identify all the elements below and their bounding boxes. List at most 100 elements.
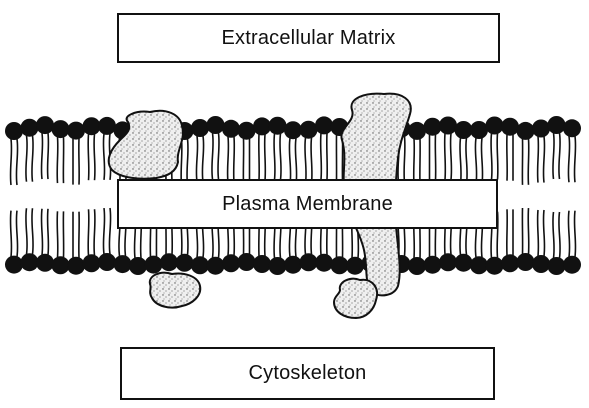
phospholipid-head bbox=[408, 257, 426, 275]
phospholipid-head bbox=[21, 253, 39, 271]
lipid-tail bbox=[445, 133, 446, 179]
plasma-membrane-label: Plasma Membrane bbox=[117, 179, 498, 229]
lipid-tail bbox=[88, 209, 89, 255]
lipid-tail bbox=[57, 211, 58, 257]
lipid-tail bbox=[574, 211, 575, 257]
lipid-tail bbox=[460, 138, 461, 184]
phospholipid-head bbox=[160, 253, 178, 271]
phospholipid-head bbox=[315, 116, 333, 134]
transmembrane-protein-left bbox=[109, 111, 183, 179]
lipid-tail bbox=[568, 136, 569, 182]
phospholipid-head bbox=[207, 116, 225, 134]
phospholipid-head bbox=[470, 256, 488, 274]
inner-leaflet-heads bbox=[5, 253, 581, 275]
lipid-tail bbox=[32, 208, 33, 254]
lipid-tail bbox=[41, 133, 42, 179]
phospholipid-head bbox=[284, 256, 302, 274]
lipid-tail bbox=[218, 133, 219, 179]
phospholipid-head bbox=[207, 257, 225, 275]
phospholipid-head bbox=[36, 116, 54, 134]
phospholipid-head bbox=[36, 254, 54, 272]
phospholipid-head bbox=[548, 257, 566, 275]
lipid-tail bbox=[88, 134, 89, 180]
lipid-tail bbox=[475, 138, 476, 184]
lipid-tail bbox=[451, 133, 452, 179]
phospholipid-head bbox=[548, 116, 566, 134]
phospholipid-head bbox=[253, 255, 271, 273]
phospholipid-head bbox=[517, 253, 535, 271]
phospholipid-head bbox=[284, 121, 302, 139]
lipid-tail bbox=[528, 139, 529, 185]
phospholipid-head bbox=[222, 254, 240, 272]
phospholipid-head bbox=[52, 256, 70, 274]
lipid-tail bbox=[10, 211, 11, 257]
lipid-tail bbox=[466, 138, 467, 184]
phospholipid-head bbox=[300, 121, 318, 139]
phospholipid-head bbox=[501, 118, 519, 136]
lipid-tail bbox=[559, 212, 560, 258]
phospholipid-head bbox=[5, 256, 23, 274]
phospholipid-head bbox=[67, 122, 85, 140]
lipid-tail bbox=[414, 139, 415, 185]
phospholipid-head bbox=[486, 257, 504, 275]
phospholipid-head bbox=[563, 119, 581, 137]
lipid-tail bbox=[16, 139, 17, 185]
phospholipid-head bbox=[470, 121, 488, 139]
lipid-tail bbox=[103, 208, 104, 254]
phospholipid-head bbox=[67, 257, 85, 275]
phospholipid-head bbox=[238, 122, 256, 140]
lipid-tail bbox=[48, 209, 49, 255]
phospholipid-head bbox=[191, 119, 209, 137]
lipid-tail bbox=[94, 134, 95, 180]
lipid-tail bbox=[553, 133, 554, 179]
lipid-tail bbox=[559, 133, 560, 179]
phospholipid-head bbox=[145, 256, 163, 274]
cytoskeleton-label: Cytoskeleton bbox=[120, 347, 495, 400]
lipid-tail bbox=[295, 138, 296, 184]
lipid-tail bbox=[48, 133, 49, 179]
lipid-tail bbox=[202, 136, 203, 182]
lipid-tail bbox=[289, 138, 290, 184]
phospholipid-head bbox=[346, 257, 364, 275]
outer-leaflet-heads bbox=[5, 116, 581, 140]
phospholipid-head bbox=[455, 254, 473, 272]
lipid-tail bbox=[574, 136, 575, 182]
peripheral-protein-left bbox=[150, 273, 200, 308]
lipid-tail bbox=[311, 138, 312, 184]
phospholipid-head bbox=[315, 254, 333, 272]
lipid-tail bbox=[234, 137, 235, 183]
phospholipid-head bbox=[300, 253, 318, 271]
phospholipid-head bbox=[52, 120, 70, 138]
lipid-tail bbox=[543, 210, 544, 256]
lipid-tail bbox=[57, 137, 58, 183]
extracellular-matrix-label: Extracellular Matrix bbox=[117, 13, 500, 63]
lipid-tail bbox=[481, 138, 482, 184]
phospholipid-head bbox=[408, 122, 426, 140]
phospholipid-head bbox=[563, 256, 581, 274]
phospholipid-head bbox=[21, 119, 39, 137]
phospholipid-head bbox=[5, 122, 23, 140]
lipid-tail bbox=[26, 208, 27, 254]
phospholipid-head bbox=[83, 254, 101, 272]
phospholipid-head bbox=[98, 253, 116, 271]
phospholipid-head bbox=[269, 257, 287, 275]
lipid-tail bbox=[41, 209, 42, 255]
lipid-tail bbox=[265, 134, 266, 180]
phospholipid-head bbox=[269, 117, 287, 135]
phospholipid-head bbox=[424, 256, 442, 274]
phospholipid-head bbox=[532, 120, 550, 138]
lipid-tail bbox=[497, 133, 498, 179]
lipid-tail bbox=[32, 136, 33, 182]
lipid-tail bbox=[568, 211, 569, 257]
phospholipid-head bbox=[238, 253, 256, 271]
lipid-tail bbox=[109, 208, 110, 254]
peripheral-protein-right bbox=[334, 279, 377, 318]
lipid-tail bbox=[94, 209, 95, 255]
phospholipid-head bbox=[331, 256, 349, 274]
lipid-tail bbox=[196, 136, 197, 182]
phospholipid-head bbox=[501, 254, 519, 272]
lipid-tail bbox=[553, 212, 554, 258]
phospholipid-head bbox=[517, 122, 535, 140]
phospholipid-head bbox=[191, 256, 209, 274]
